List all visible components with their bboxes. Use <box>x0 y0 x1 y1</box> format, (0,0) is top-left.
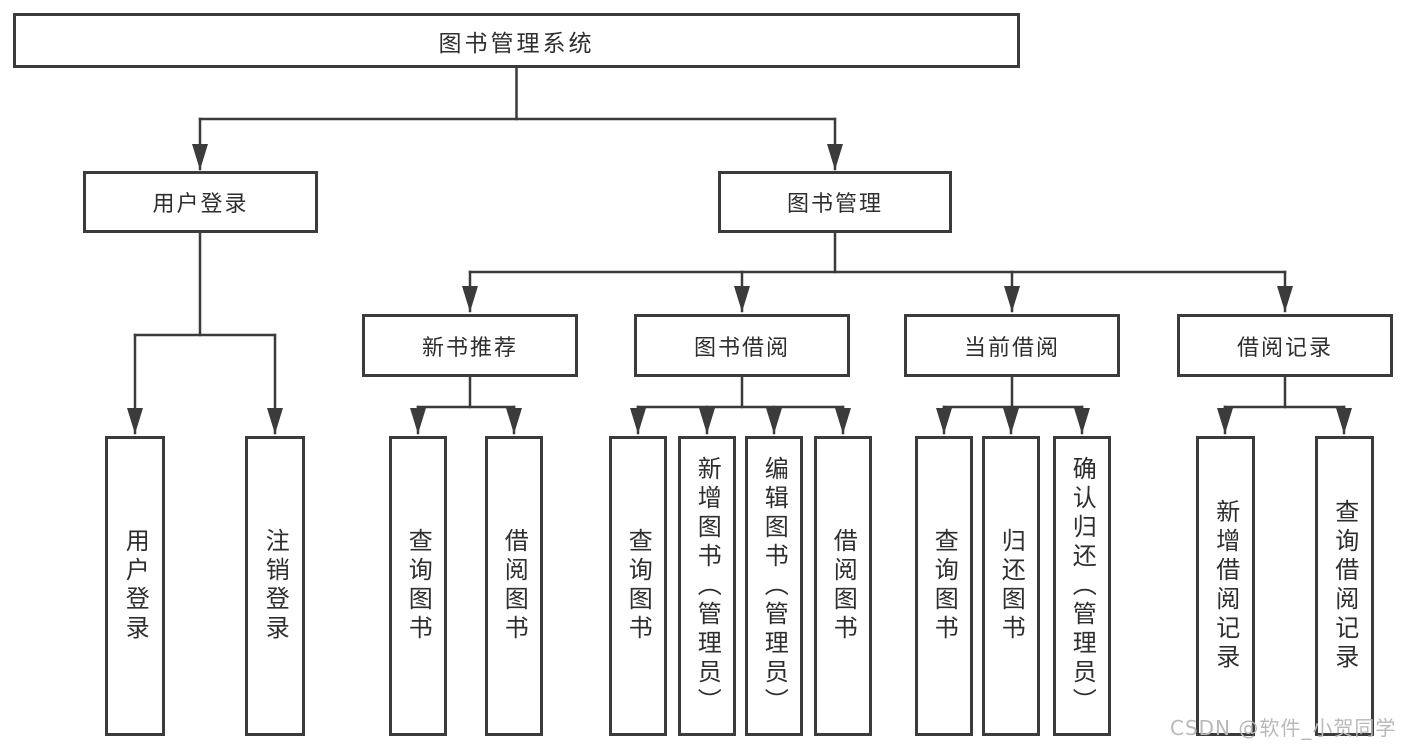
node-library-management-system: 图书管理系统 <box>13 13 1020 68</box>
leaf-newbook-borrow-books: 借阅图书 <box>485 436 543 736</box>
leaf-borrow-query-books: 查询图书 <box>609 436 667 736</box>
leaf-borrow-books: 借阅图书 <box>814 436 872 736</box>
leaf-logout: 注销登录 <box>245 436 305 736</box>
node-user-login-branch: 用户登录 <box>83 171 318 233</box>
leaf-current-query-books: 查询图书 <box>915 436 973 736</box>
leaf-user-login: 用户登录 <box>105 436 165 736</box>
node-borrowing-records: 借阅记录 <box>1177 314 1393 377</box>
leaf-query-borrow-record: 查询借阅记录 <box>1315 436 1374 736</box>
leaf-edit-books-admin: 编辑图书（管理员） <box>745 436 803 736</box>
leaf-confirm-return-admin: 确认归还（管理员） <box>1053 436 1111 736</box>
node-book-borrowing: 图书借阅 <box>634 314 850 377</box>
leaf-add-books-admin: 新增图书（管理员） <box>678 436 736 736</box>
csdn-watermark: CSDN @软件_小贺同学 <box>1170 716 1397 740</box>
node-book-management-branch: 图书管理 <box>718 171 952 233</box>
node-current-borrowing: 当前借阅 <box>904 314 1120 377</box>
leaf-return-books: 归还图书 <box>982 436 1040 736</box>
leaf-add-borrow-record: 新增借阅记录 <box>1196 436 1255 736</box>
node-new-book-recommendation: 新书推荐 <box>362 314 578 377</box>
leaf-newbook-query-books: 查询图书 <box>389 436 447 736</box>
